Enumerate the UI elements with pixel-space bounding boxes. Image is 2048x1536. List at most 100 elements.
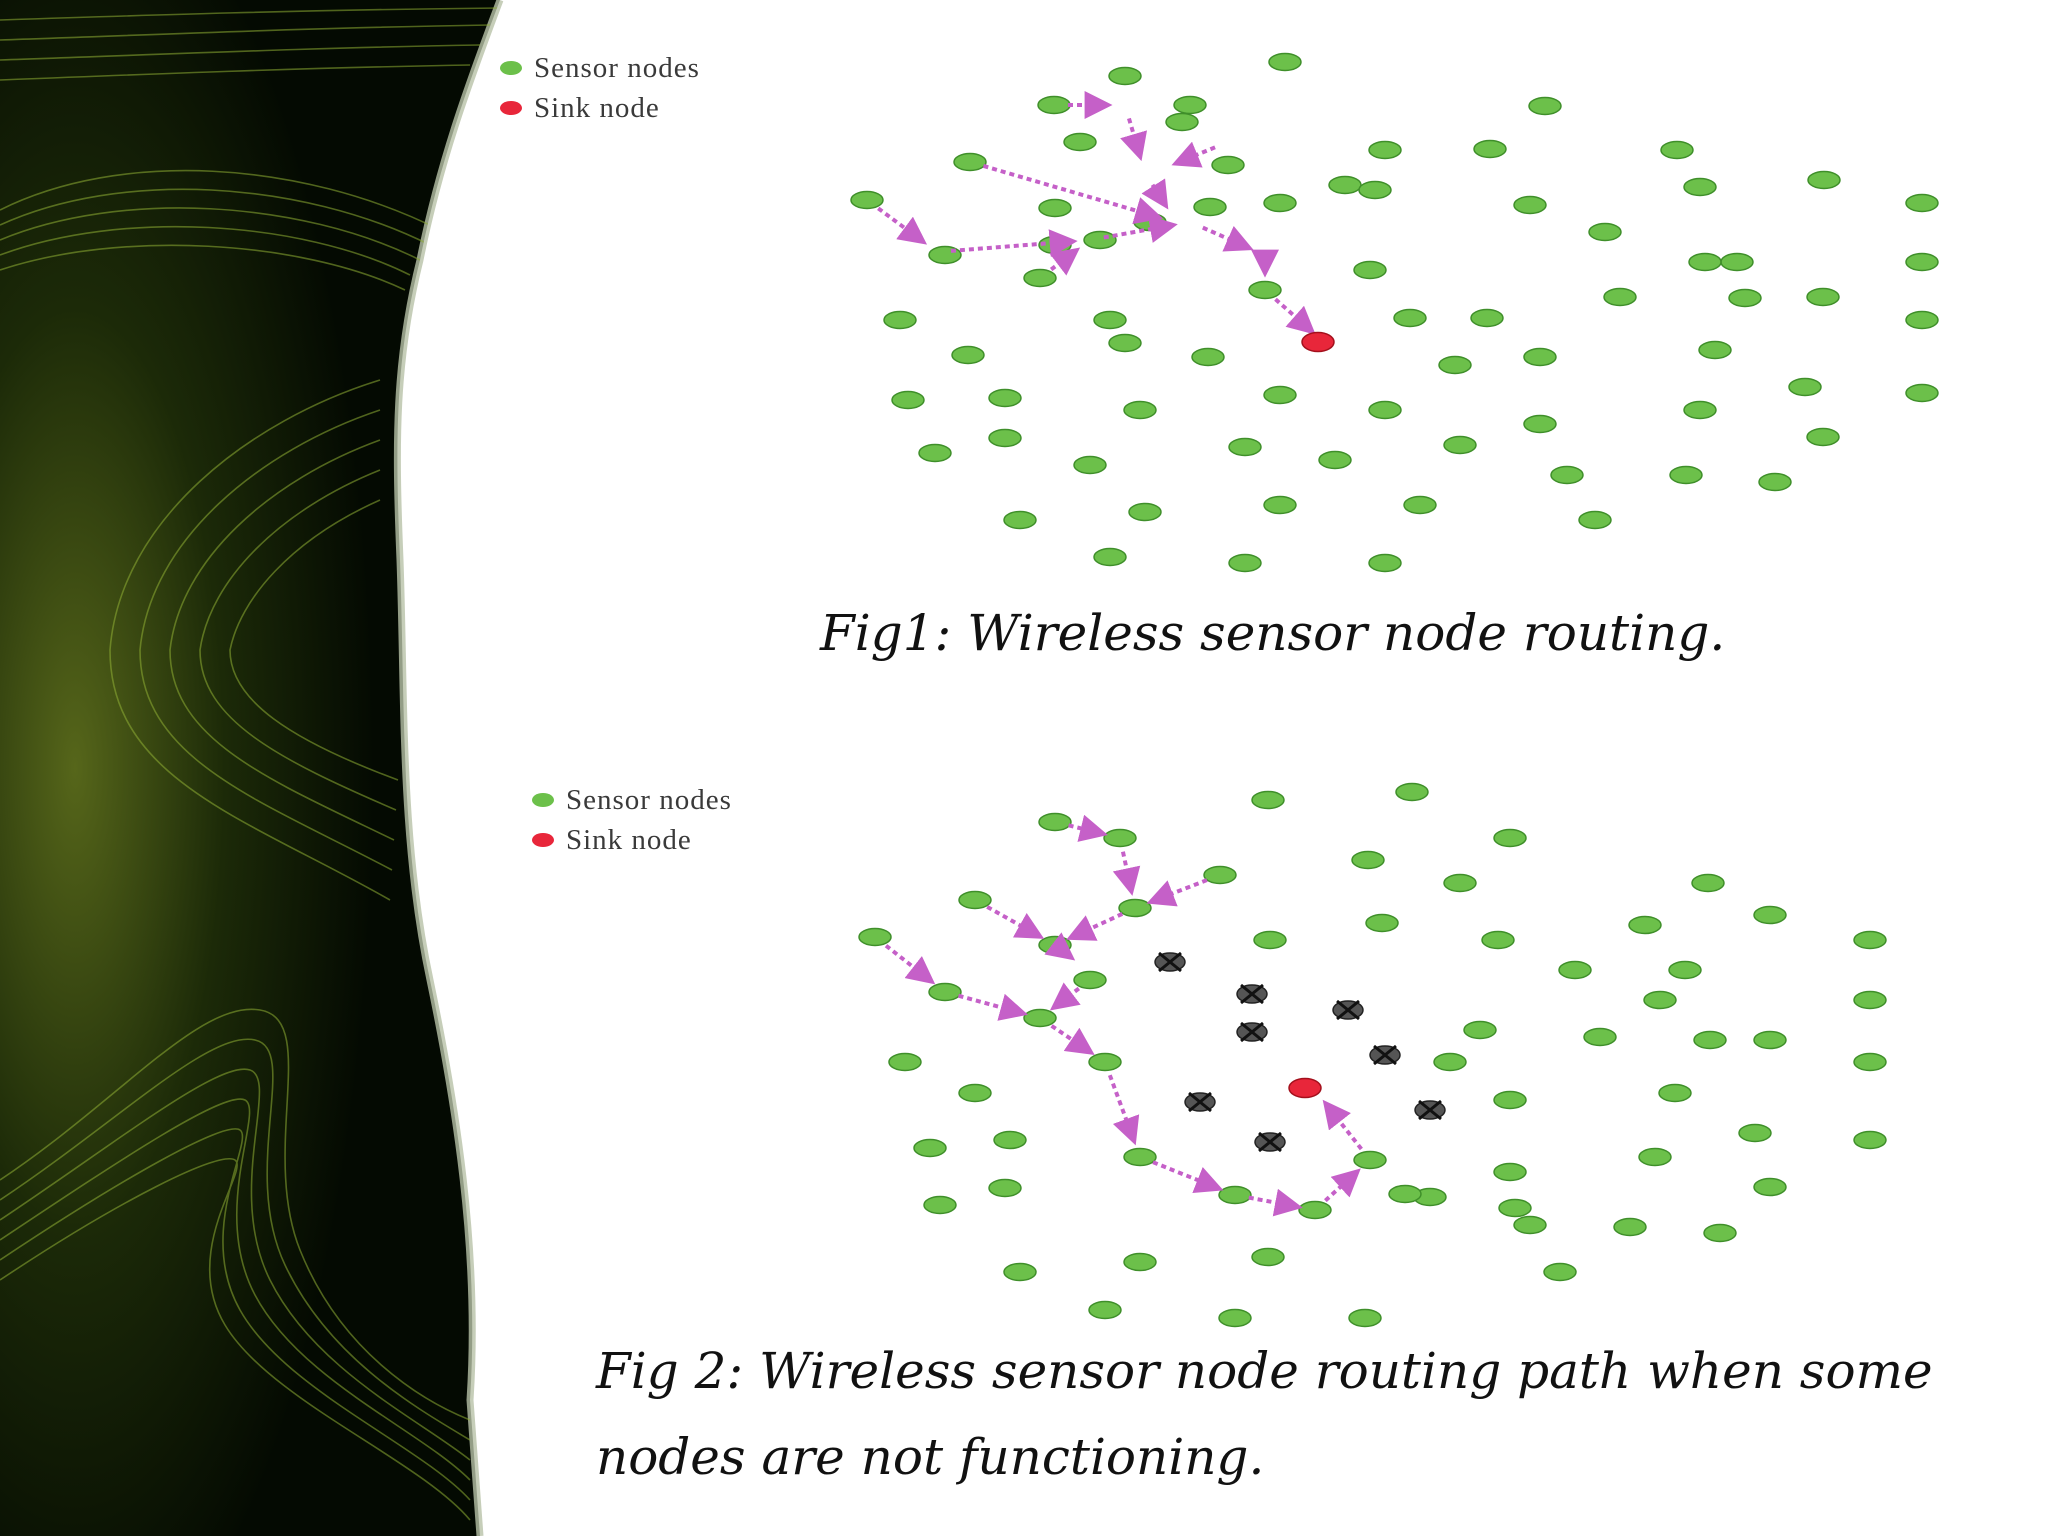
sensor-node: [988, 428, 1022, 448]
sensor-node: [1365, 913, 1399, 933]
sensor-node: [1643, 990, 1677, 1010]
sensor-node: [1353, 1150, 1387, 1170]
sensor-node: [1193, 197, 1227, 217]
sensor-node: [1853, 1130, 1887, 1150]
sensor-node: [1807, 170, 1841, 190]
sensor-node: [1038, 935, 1072, 955]
sink-node: [1301, 331, 1335, 353]
fig1-legend-sink-label: Sink node: [534, 91, 660, 124]
sensor-node: [1093, 310, 1127, 330]
sensor-node: [1228, 437, 1262, 457]
sensor-node: [993, 1130, 1027, 1150]
routing-arrow: [982, 164, 1164, 225]
sensor-node: [850, 190, 884, 210]
failed-node-icon: [1236, 983, 1268, 1005]
decorative-side-band: [0, 0, 504, 1536]
sensor-node: [1251, 790, 1285, 810]
sensor-node: [988, 1178, 1022, 1198]
failed-node-cross: [1188, 1091, 1212, 1113]
sensor-node: [1758, 472, 1792, 492]
sensor-node: [1123, 1252, 1157, 1272]
sensor-node: [1905, 193, 1939, 213]
routing-arrow: [1248, 1188, 1303, 1217]
sensor-node: [1658, 1083, 1692, 1103]
fig2-caption-line2: nodes are not functioning.: [596, 1428, 1265, 1486]
sensor-node: [1703, 1223, 1737, 1243]
sensor-node: [1523, 347, 1557, 367]
sensor-node: [1038, 812, 1072, 832]
sensor-node: [1588, 222, 1622, 242]
fig1-legend-sensor: Sensor nodes: [500, 48, 700, 88]
sensor-node: [1513, 195, 1547, 215]
sensor-node: [958, 1083, 992, 1103]
sensor-node: [1668, 960, 1702, 980]
sensor-node: [1443, 435, 1477, 455]
sensor-node: [1853, 990, 1887, 1010]
sensor-node: [1905, 383, 1939, 403]
sensor-node: [1433, 1052, 1467, 1072]
sensor-node: [1298, 1200, 1332, 1220]
sensor-node: [1470, 308, 1504, 328]
fig1-legend-sensor-label: Sensor nodes: [534, 51, 700, 84]
sensor-node: [1073, 455, 1107, 475]
sensor-node: [1263, 193, 1297, 213]
sensor-node: [1263, 385, 1297, 405]
fig2-legend-sink-label: Sink node: [566, 823, 692, 856]
routing-arrow: [1324, 1168, 1361, 1203]
sensor-node: [988, 388, 1022, 408]
fig2-legend-sensor: Sensor nodes: [532, 780, 732, 820]
sensor-node: [1003, 510, 1037, 530]
sensor-node: [888, 1052, 922, 1072]
sensor-node: [1358, 180, 1392, 200]
sensor-node: [913, 1138, 947, 1158]
sensor-node: [1443, 873, 1477, 893]
sensor-node: [1103, 828, 1137, 848]
failed-node-icon: [1414, 1099, 1446, 1121]
sensor-node: [958, 890, 992, 910]
sensor-node: [1698, 340, 1732, 360]
sensor-node: [1263, 495, 1297, 515]
sensor-node: [1388, 1184, 1422, 1204]
sensor-node: [1660, 140, 1694, 160]
sensor-node: [1351, 850, 1385, 870]
sensor-node: [1023, 1008, 1057, 1028]
failed-node-icon: [1332, 999, 1364, 1021]
sensor-node: [1108, 333, 1142, 353]
failed-node-cross: [1418, 1099, 1442, 1121]
sensor-node: [1211, 155, 1245, 175]
failed-node-icon: [1154, 951, 1186, 973]
routing-arrow: [1049, 982, 1081, 1011]
failed-node-cross: [1240, 1021, 1264, 1043]
routing-arrow: [1120, 117, 1148, 162]
routing-arrow: [1322, 1099, 1363, 1151]
sensor-node: [1683, 400, 1717, 420]
sensor-node: [1550, 465, 1584, 485]
fig2-caption: Fig 2: Wireless sensor node routing path…: [596, 1328, 1933, 1500]
sensor-node: [1738, 1123, 1772, 1143]
fig1-legend: Sensor nodes Sink node: [500, 48, 700, 128]
sensor-node-icon: [532, 793, 554, 807]
routing-arrow: [1171, 141, 1216, 168]
sensor-node: [1403, 495, 1437, 515]
sensor-node: [1063, 132, 1097, 152]
sensor-node: [1438, 355, 1472, 375]
routing-arrow: [1044, 932, 1076, 961]
sensor-node: [923, 1195, 957, 1215]
sensor-node: [1108, 66, 1142, 86]
failed-node-icon: [1369, 1044, 1401, 1066]
sensor-node: [1493, 1090, 1527, 1110]
sensor-node: [1268, 52, 1302, 72]
sensor-node: [918, 443, 952, 463]
failed-node-cross: [1240, 983, 1264, 1005]
sensor-node: [1806, 287, 1840, 307]
failed-node-cross: [1336, 999, 1360, 1021]
sensor-node: [951, 345, 985, 365]
failed-node-cross: [1158, 951, 1182, 973]
sensor-node: [1173, 95, 1207, 115]
failed-node-cross: [1258, 1131, 1282, 1153]
sensor-node: [1123, 400, 1157, 420]
sensor-node: [1753, 1030, 1787, 1050]
sensor-node: [1493, 828, 1527, 848]
routing-arrow: [1050, 1024, 1095, 1056]
